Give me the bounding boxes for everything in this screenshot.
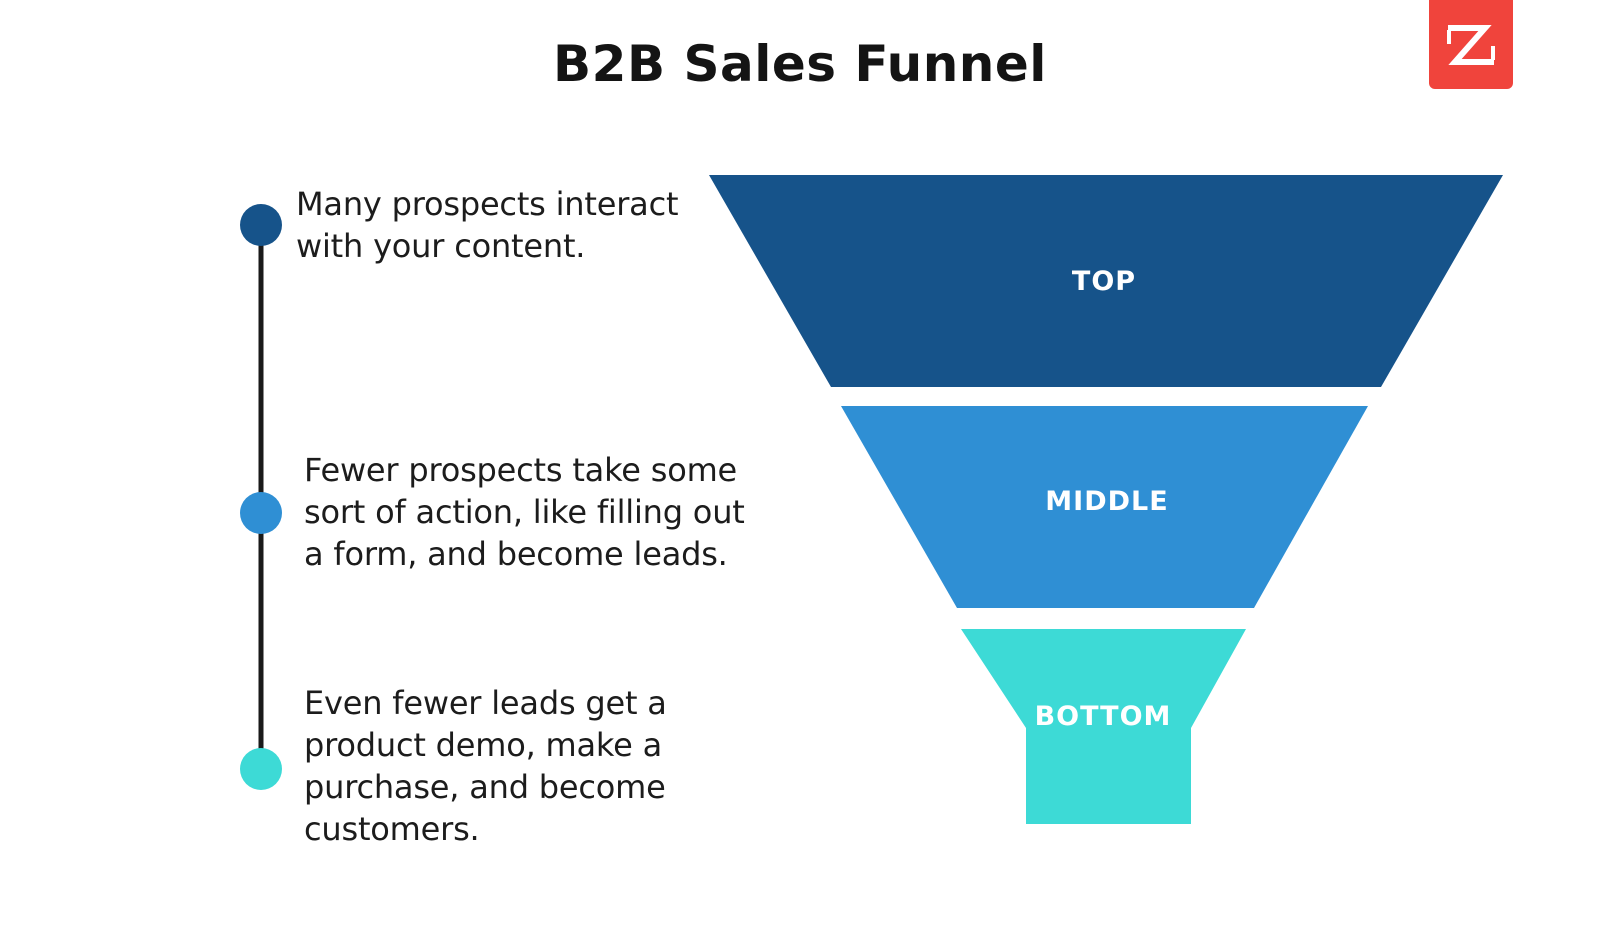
step-description-middle: Fewer prospects take some sort of action… [304, 451, 745, 573]
brand-logo[interactable] [1429, 0, 1513, 89]
timeline-dot-top [240, 204, 282, 246]
funnel-label-middle: MIDDLE [1045, 486, 1168, 517]
funnel-stage-bottom [961, 629, 1246, 824]
z-logo-icon [1447, 25, 1495, 65]
timeline-dot-bottom [240, 748, 282, 790]
page-title: B2B Sales Funnel [553, 35, 1047, 93]
funnel-stage-top [709, 175, 1503, 387]
step-description-bottom: Even fewer leads get a product demo, mak… [304, 684, 667, 848]
funnel-stage-middle [841, 406, 1368, 608]
step-description-top: Many prospects interact with your conten… [296, 185, 679, 265]
funnel-label-top: TOP [1072, 266, 1136, 297]
funnel-label-bottom: BOTTOM [1035, 701, 1172, 732]
timeline-dot-middle [240, 492, 282, 534]
